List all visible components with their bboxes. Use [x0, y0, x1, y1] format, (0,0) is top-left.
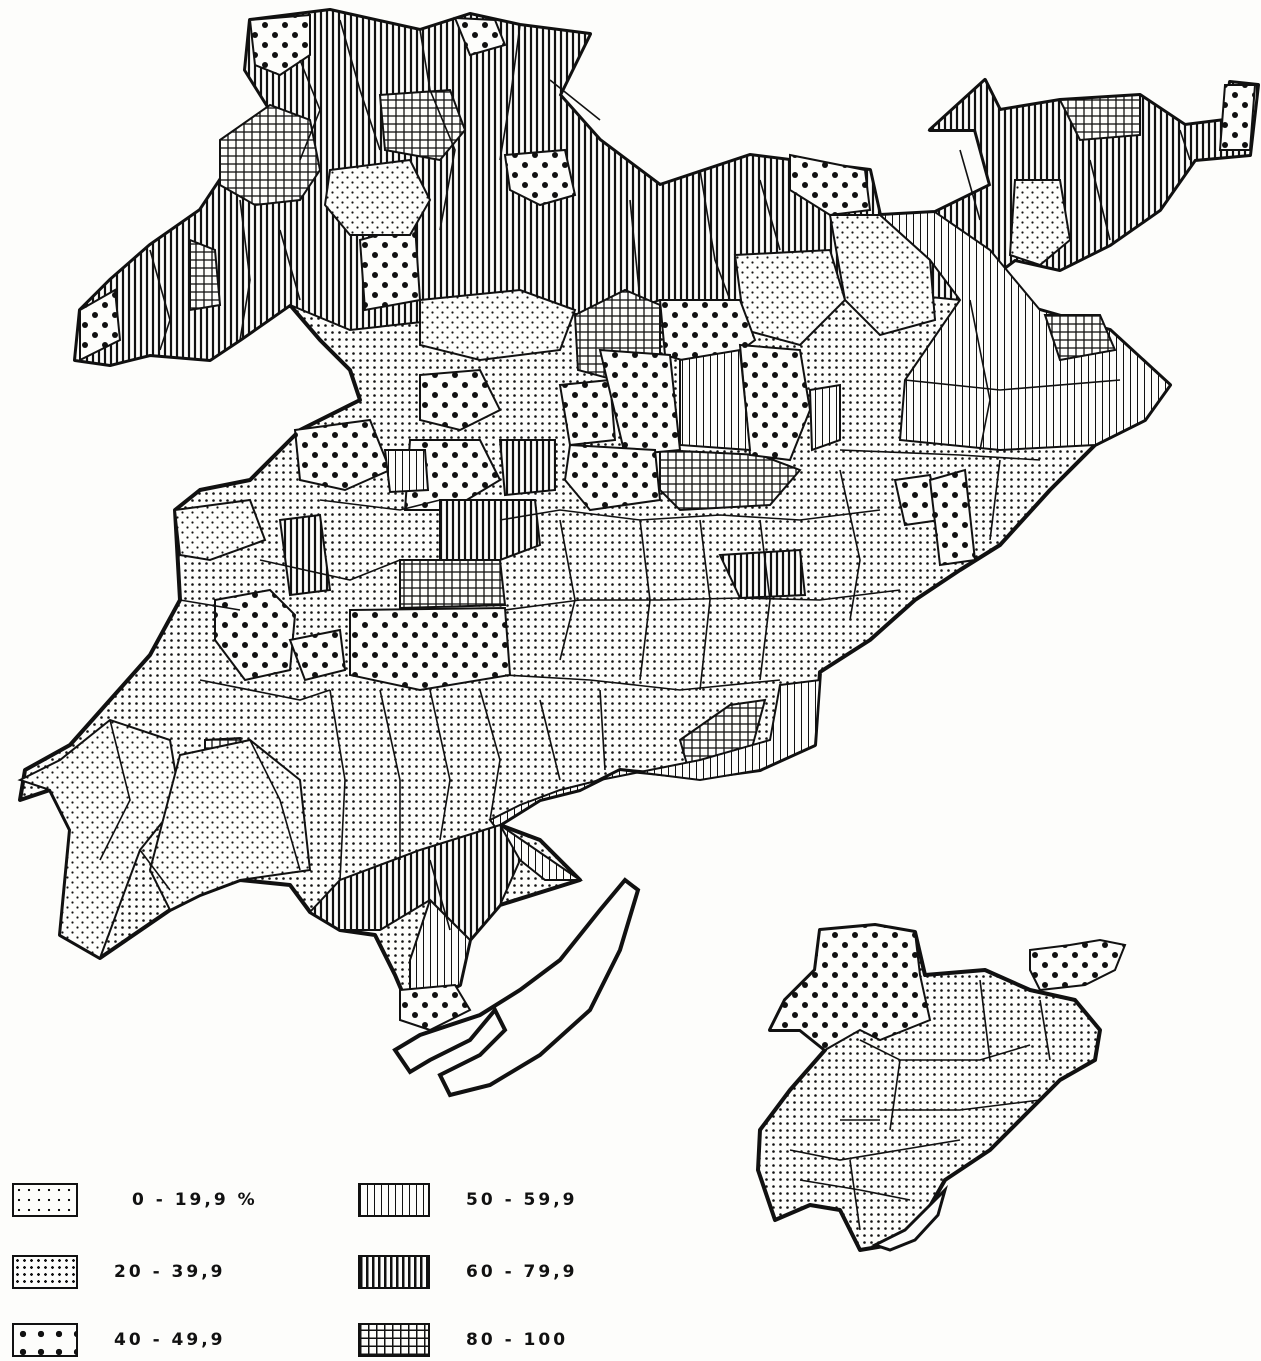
- inset-boundaries: [789, 979, 1051, 1231]
- district-large-dots-central-4: [598, 348, 682, 457]
- district-large-dots-central-7: [403, 439, 502, 511]
- district-vthick-central-1: [439, 499, 542, 561]
- district-large-dots-central-5: [293, 418, 392, 492]
- inset-district-large-dots-1: [768, 923, 932, 1052]
- lake: [392, 877, 641, 1098]
- inset-district-large-dots-2: [1029, 938, 1127, 992]
- district-large-dots-north-7: [358, 223, 422, 312]
- district-sparse-north-4: [1008, 179, 1072, 267]
- district-vthick-central-2: [278, 513, 332, 597]
- district-vthin-central-1: [679, 348, 752, 452]
- inset-region: [756, 923, 1127, 1252]
- district-large-dots-central-10: [928, 468, 977, 567]
- district-vthin-central-2: [808, 383, 841, 452]
- district-grid-north-1: [219, 103, 322, 207]
- district-sparse-central-2: [419, 288, 577, 362]
- district-large-dots-north-4: [789, 153, 872, 217]
- district-large-dots-north-2: [453, 16, 507, 57]
- district-large-dots-west-1: [349, 606, 512, 692]
- district-vthick-central-3: [718, 548, 807, 600]
- district-grid-north-5: [189, 238, 222, 312]
- inset-lake: [871, 1184, 948, 1252]
- district-grid-north-3: [1058, 93, 1141, 142]
- district-large-dots-north-1: [248, 13, 311, 77]
- district-large-dots-west-3: [288, 628, 347, 682]
- district-northeast-thin-lines: [877, 210, 1172, 452]
- district-sparse-central-1: [173, 498, 267, 562]
- district-large-dots-west-2: [214, 588, 297, 682]
- district-vthick-central-4: [498, 439, 556, 497]
- district-large-dots-north-6: [79, 288, 122, 362]
- district-grid-central-3: [399, 559, 507, 610]
- district-large-dots-south-tip: [399, 983, 472, 1032]
- district-large-dots-central-6: [419, 368, 502, 432]
- district-large-dots-north-5: [1218, 84, 1257, 151]
- district-grid-north-4: [1043, 314, 1117, 362]
- district-large-dots-north-3: [503, 148, 577, 207]
- district-vthick-south-cape: [308, 823, 522, 942]
- district-boundaries: [99, 19, 1191, 931]
- district-large-dots-central-8: [563, 443, 662, 512]
- district-sparse-north-1: [323, 158, 432, 236]
- district-sparse-north-3: [828, 214, 937, 337]
- district-vthin-central-3: [383, 449, 430, 494]
- district-large-dots-central-3: [558, 378, 617, 447]
- district-sparse-southwest-2: [148, 738, 312, 912]
